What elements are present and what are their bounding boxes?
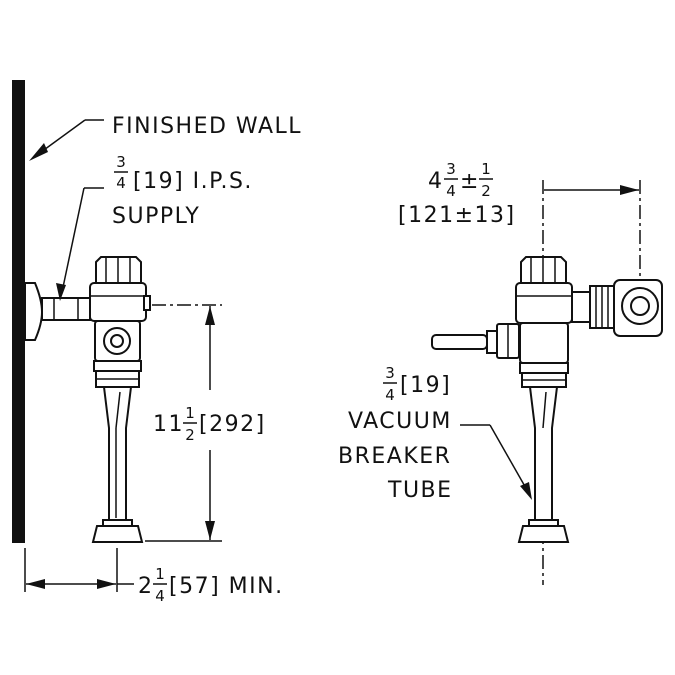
setback-frac-den: 4 — [155, 587, 165, 605]
handle-whole: 4 — [428, 169, 444, 194]
supply-frac-num: 3 — [116, 153, 126, 171]
height-whole: 11 — [153, 412, 184, 437]
supply-size-text: [19] I.P.S. — [133, 169, 253, 194]
supply-frac-den: 4 — [116, 174, 126, 192]
vb-line-tube: TUBE — [387, 478, 453, 503]
vb-tube-label: 3 4 [19] VACUUM BREAKER TUBE — [338, 364, 453, 503]
vb-size: [19] — [400, 373, 451, 398]
supply-label: 3 4 [19] I.P.S. SUPPLY — [112, 153, 253, 229]
height-dimension — [145, 304, 222, 542]
wall-escutcheon — [24, 282, 44, 341]
handle-metric: [121±13] — [398, 203, 516, 228]
finished-wall-leader — [29, 119, 104, 161]
vb-tube-leader — [460, 424, 532, 500]
supply-connection — [571, 279, 663, 337]
height-frac-num: 1 — [185, 404, 195, 422]
supply-leader — [56, 187, 104, 301]
setback-dimension-text: 2 1 4 [57] MIN. — [138, 565, 284, 605]
vb-line-vacuum: VACUUM — [348, 409, 452, 434]
flush-valve-front — [515, 256, 573, 543]
vb-frac-num: 3 — [385, 364, 395, 382]
handle-dimension — [544, 185, 639, 195]
handle-frac-den: 4 — [446, 182, 456, 200]
handle-tol-den: 2 — [481, 182, 491, 200]
flush-valve-side — [89, 256, 151, 543]
handle-tol-num: 1 — [481, 160, 491, 178]
setback-dimension — [24, 548, 134, 592]
height-dimension-text: 11 1 2 [292] — [153, 404, 266, 444]
setback-whole: 2 — [138, 574, 154, 599]
flush-handle — [431, 323, 520, 359]
vb-frac-den: 4 — [385, 386, 395, 404]
setback-metric: [57] MIN. — [169, 574, 284, 599]
finished-wall-label: FINISHED WALL — [112, 114, 302, 139]
setback-frac-num: 1 — [155, 565, 165, 583]
handle-plus-minus: ± — [460, 169, 480, 194]
finished-wall — [12, 80, 25, 543]
handle-dimension-text: 4 3 4 ± 1 2 [121±13] — [398, 160, 516, 228]
height-metric: [292] — [199, 412, 266, 437]
height-frac-den: 2 — [185, 426, 195, 444]
supply-pipe — [41, 297, 91, 321]
supply-text: SUPPLY — [112, 204, 200, 229]
handle-frac-num: 3 — [446, 160, 456, 178]
vb-line-breaker: BREAKER — [338, 444, 451, 469]
